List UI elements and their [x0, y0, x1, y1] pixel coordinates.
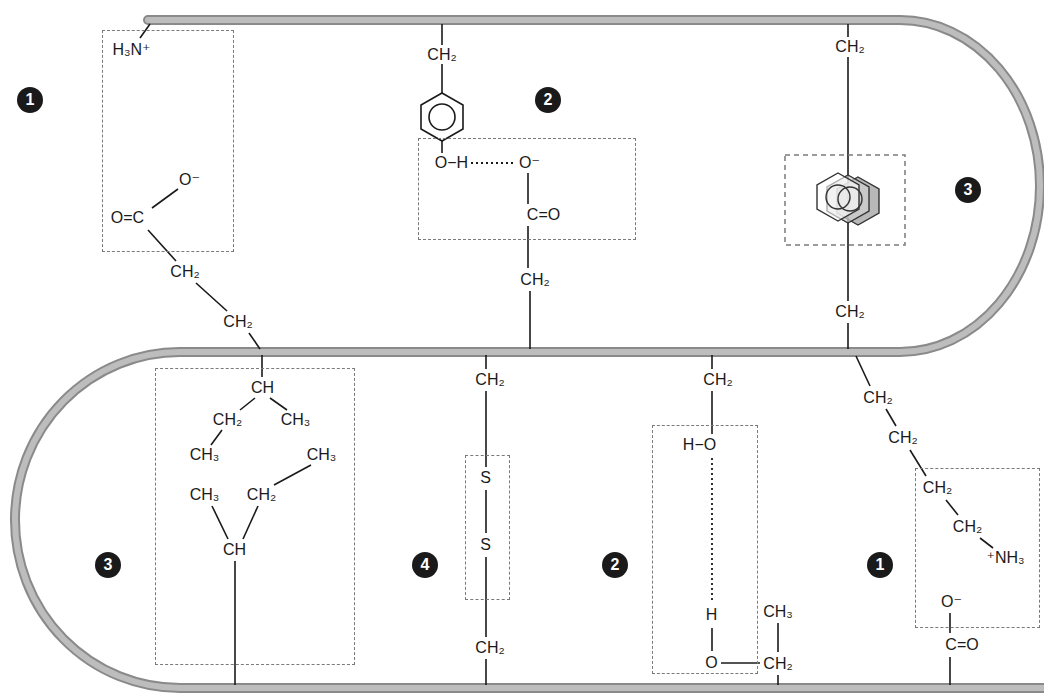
interaction-box: O−H O⁻ C=O: [418, 138, 636, 240]
interaction-box: CH₂CH₂⁺NH₃O⁻: [915, 468, 1040, 628]
chemical-group: CH₂: [835, 304, 864, 320]
chemical-group: CH₂: [763, 656, 792, 672]
chemical-group: O⁻: [941, 594, 962, 610]
chemical-group: CH₂: [888, 430, 917, 446]
chemical-group: S: [480, 470, 491, 486]
polypeptide-backbone: [15, 20, 1044, 688]
chemical-group: C=O: [945, 637, 978, 653]
callout-number: 2: [535, 87, 561, 113]
chemical-group: CH₂: [427, 47, 456, 63]
callout-number: 1: [17, 87, 43, 113]
chemical-group: CH: [251, 380, 274, 396]
chemical-bonds: [140, 24, 993, 685]
chemical-group: ⁺NH₃: [986, 550, 1024, 566]
hydrophobic-box: [785, 155, 905, 245]
chemical-group: CH₂: [520, 272, 549, 288]
callout-number: 3: [955, 177, 981, 203]
chemical-group: CH₂: [475, 640, 504, 656]
chemical-group: O=C: [111, 210, 144, 226]
chemical-group: CH₂: [213, 412, 242, 428]
chemical-group: CH₂: [863, 390, 892, 406]
callout-number: 4: [412, 552, 438, 578]
chemical-group: O⁻: [179, 172, 200, 188]
interaction-box: H₃N⁺ O⁻ O=C: [102, 30, 234, 252]
callout-number: 3: [95, 552, 121, 578]
chemical-group: CH₂: [170, 264, 199, 280]
chemical-group: H₃N⁺: [112, 42, 150, 58]
chemical-group: H−O: [683, 437, 716, 453]
hydrogen-bond-dots: [471, 163, 712, 603]
polypeptide-backbone-fill: [15, 20, 1044, 688]
chemical-group: O: [705, 655, 717, 671]
interaction-box: SS: [465, 455, 510, 600]
chemical-group: CH₂: [923, 480, 952, 496]
chemical-group: O−H: [435, 155, 468, 171]
chemical-group: CH₃: [281, 412, 311, 428]
callout-number: 1: [867, 552, 893, 578]
interaction-box: CH CH₂ CH₃ CH₃ CH₃ CH₃ CH₂ CH: [155, 368, 355, 665]
interaction-box: H−O H O: [652, 425, 758, 674]
stacked-phenyl-rings: [817, 173, 879, 225]
callout-number: 2: [602, 552, 628, 578]
chemical-group: S: [480, 537, 491, 553]
chemical-group: CH₃: [190, 447, 220, 463]
chemical-group: CH₂: [703, 372, 732, 388]
chemical-group: C=O: [527, 207, 560, 223]
chemical-group: CH₂: [223, 314, 252, 330]
chemical-group: CH₂: [247, 487, 276, 503]
chemical-group: CH₂: [953, 519, 982, 535]
phenol-ring: [421, 93, 463, 141]
chemical-group: CH: [223, 542, 246, 558]
chemical-group: CH₃: [307, 447, 337, 463]
chemical-group: H: [706, 607, 718, 623]
chemical-group: CH₂: [475, 372, 504, 388]
chemical-group: CH₃: [190, 487, 220, 503]
chemical-group: CH₂: [835, 39, 864, 55]
chemical-group: CH₃: [763, 604, 793, 620]
chemical-group: O⁻: [519, 155, 540, 171]
